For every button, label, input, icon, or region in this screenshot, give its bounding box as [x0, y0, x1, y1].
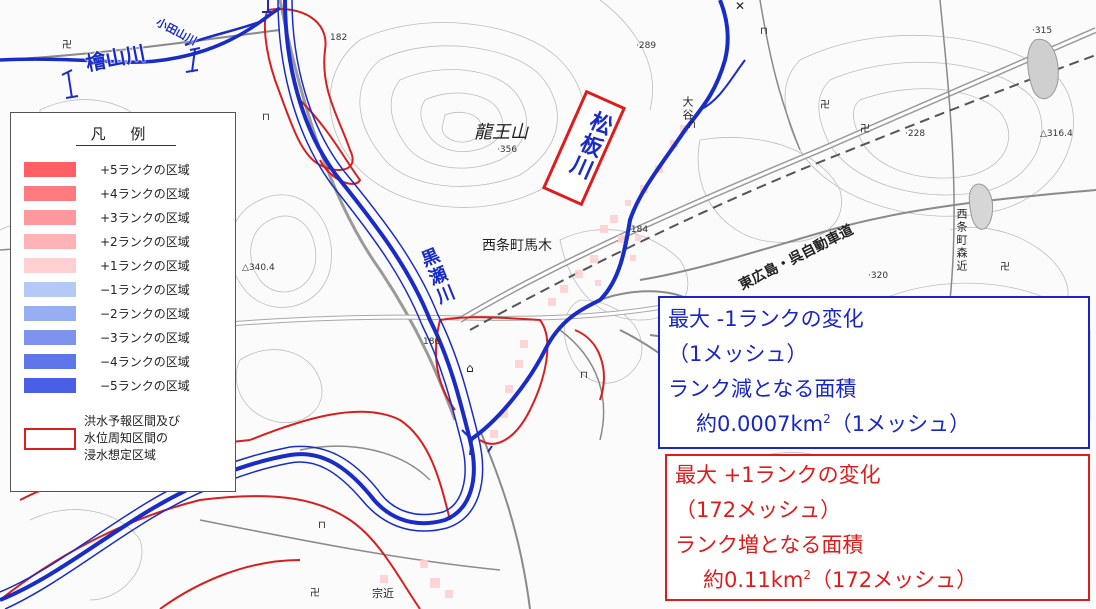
legend-row: −2ランクの区域 — [24, 304, 234, 324]
svg-text:·228: ·228 — [905, 129, 925, 139]
increase-line2: （172メッシュ） — [675, 498, 842, 522]
increase-area: 約0.11km — [703, 568, 804, 592]
legend-swatch — [24, 234, 76, 249]
place-munechika: 宗近 — [372, 586, 394, 600]
matsuita-river-line — [468, 0, 730, 442]
railway-line — [469, 54, 1096, 331]
legend-label: −1ランクの区域 — [100, 283, 190, 297]
legend-swatch — [24, 258, 76, 273]
odayama-river-line — [184, 18, 266, 47]
place-ohtani: 大谷 — [681, 96, 694, 122]
svg-text:⊓: ⊓ — [688, 120, 696, 131]
svg-text:⊓: ⊓ — [318, 520, 326, 531]
svg-text:⊓: ⊓ — [760, 26, 768, 37]
rank-increase-summary: 最大 +1ランクの変化 （172メッシュ） ランク増となる面積 約0.11km2… — [665, 454, 1090, 601]
increase-line1: 最大 +1ランクの変化 — [675, 463, 881, 487]
legend-label: −4ランクの区域 — [100, 355, 190, 369]
legend-swatch — [24, 378, 76, 393]
legend-label: +3ランクの区域 — [100, 211, 190, 225]
svg-text:△316.4: △316.4 — [1040, 129, 1073, 139]
svg-text:182: 182 — [330, 33, 347, 43]
decrease-area-mesh: （1メッシュ） — [830, 412, 971, 436]
decrease-line1: 最大 -1ランクの変化 — [668, 307, 864, 331]
increase-area-unit-sup: 2 — [803, 568, 812, 582]
place-mori-chika: 西条町森近 — [955, 208, 968, 273]
legend-swatch — [24, 282, 76, 297]
svg-text:·289: ·289 — [636, 41, 656, 51]
legend-swatch — [24, 330, 76, 345]
increase-area-mesh: （172メッシュ） — [811, 568, 978, 592]
legend-swatch — [24, 306, 76, 321]
legend-label: +2ランクの区域 — [100, 235, 190, 249]
svg-text:·320: ·320 — [868, 271, 888, 281]
legend-row: −4ランクの区域 — [24, 352, 234, 372]
legend-label: −2ランクの区域 — [100, 307, 190, 321]
svg-text:卍: 卍 — [860, 123, 870, 135]
svg-text:卍: 卍 — [62, 39, 72, 51]
legend-row: +5ランクの区域 — [24, 160, 234, 180]
decrease-area: 約0.0007km — [696, 412, 824, 436]
increase-line4: 約0.11km2（172メッシュ） — [703, 564, 977, 594]
pond — [968, 183, 994, 230]
svg-text:✕: ✕ — [735, 0, 745, 13]
legend-label: +5ランクの区域 — [100, 163, 190, 177]
place-umaki: 西条町馬木 — [482, 237, 552, 254]
svg-text:△340.4: △340.4 — [242, 263, 275, 273]
svg-text:卍: 卍 — [820, 99, 830, 111]
legend-label: +1ランクの区域 — [100, 259, 190, 273]
kurose-river-line — [0, 0, 476, 602]
legend-title: 凡 例 — [90, 125, 156, 143]
legend-row: −1ランクの区域 — [24, 280, 234, 300]
legend-row: −3ランクの区域 — [24, 328, 234, 348]
legend-swatch — [24, 354, 76, 369]
hinokiyama-river-line — [0, 6, 281, 65]
legend-row: +2ランクの区域 — [24, 232, 234, 252]
decrease-line4: 約0.0007km2（1メッシュ） — [696, 408, 970, 438]
legend-swatch — [24, 210, 76, 225]
svg-text:180: 180 — [423, 337, 440, 347]
svg-text:·184: ·184 — [628, 225, 648, 235]
legend-row: +4ランクの区域 — [24, 184, 234, 204]
legend: 凡 例 +5ランクの区域 +4ランクの区域 +3ランクの区域 +2ランクの区域 +1ラン… — [10, 112, 236, 492]
svg-text:⊓: ⊓ — [580, 370, 588, 381]
decrease-line3: ランク減となる面積 — [668, 377, 857, 401]
svg-text:⌂: ⌂ — [466, 361, 474, 375]
svg-text:⊓: ⊓ — [262, 112, 270, 123]
legend-swatch — [24, 186, 76, 201]
svg-text:卍: 卍 — [1000, 261, 1010, 273]
rank-decrease-summary: 最大 -1ランクの変化 （1メッシュ） ランク減となる面積 約0.0007km2… — [658, 296, 1090, 449]
increase-line3: ランク増となる面積 — [675, 533, 864, 557]
decrease-area-unit-sup: 2 — [823, 412, 831, 426]
legend-title-underline — [76, 145, 176, 146]
svg-text:·315: ·315 — [1032, 26, 1052, 36]
section-markers — [61, 0, 493, 456]
legend-label: −5ランクの区域 — [100, 379, 190, 393]
decrease-line2: （1メッシュ） — [668, 342, 808, 366]
legend-row: +3ランクの区域 — [24, 208, 234, 228]
legend-label: −3ランクの区域 — [100, 331, 190, 345]
svg-text:·356: ·356 — [497, 145, 517, 155]
place-ryuozan: 龍王山 — [474, 122, 529, 143]
legend-swatch — [24, 162, 76, 177]
legend-boundary-label: 洪水予報区間及び 水位周知区間の 浸水想定区域 — [84, 414, 181, 462]
legend-row: +1ランクの区域 — [24, 256, 234, 276]
legend-boundary-swatch — [24, 428, 76, 450]
svg-text:卍: 卍 — [310, 587, 320, 599]
legend-row: −5ランクの区域 — [24, 376, 234, 396]
pond — [1027, 38, 1059, 100]
legend-label: +4ランクの区域 — [100, 187, 190, 201]
